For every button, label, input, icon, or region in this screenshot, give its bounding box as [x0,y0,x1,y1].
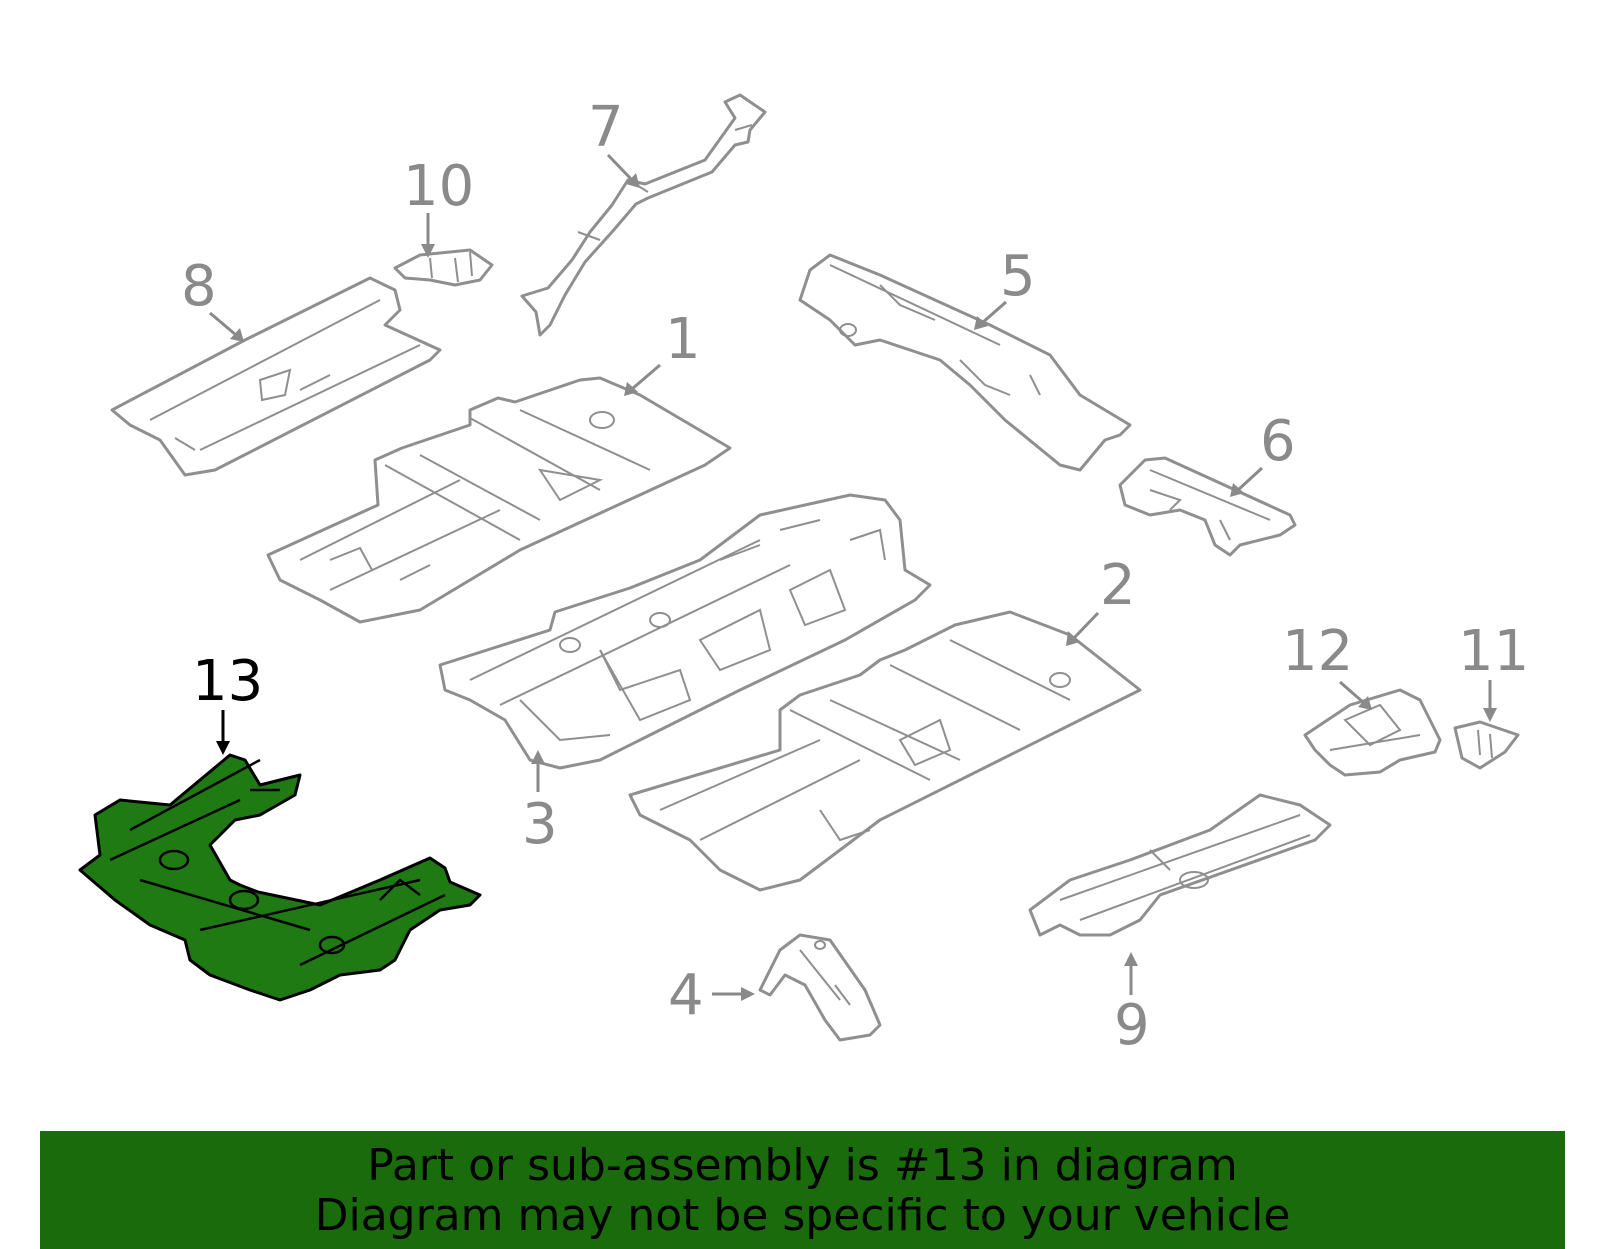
callout-6-arrowhead [1230,483,1244,497]
callout-1-arrowhead [624,382,638,396]
banner-line-disclaimer: Diagram may not be specific to your vehi… [314,1190,1291,1241]
callout-label-4: 4 [668,963,704,1028]
callout-label-12: 12 [1282,619,1353,684]
callout-5-arrowhead [974,316,988,330]
part-6-drawing [1118,456,1297,557]
callout-12-leader [1339,680,1365,705]
callout-11-arrowhead [1483,708,1497,722]
callout-10[interactable]: 10 [403,154,474,258]
callout-label-2: 2 [1100,553,1136,618]
callout-1-leader [631,363,661,391]
callout-5[interactable]: 5 [974,244,1036,330]
callout-12[interactable]: 12 [1282,619,1372,710]
callout-2-leader [1072,611,1100,640]
part-5-drawing [798,253,1132,472]
callout-label-13: 13 [192,649,263,714]
callout-7-arrowhead [626,173,640,188]
callout-label-6: 6 [1260,409,1296,474]
callout-label-11: 11 [1458,619,1529,684]
callout-7[interactable]: 7 [588,95,640,188]
callout-8[interactable]: 8 [181,254,244,342]
callout-11[interactable]: 11 [1458,619,1529,722]
part-13-drawing [78,753,482,1002]
callout-label-10: 10 [403,154,474,219]
callout-3[interactable]: 3 [522,750,558,857]
callout-label-5: 5 [1000,244,1036,309]
callout-9-arrowhead [1124,952,1138,966]
part-4-drawing [758,933,882,1042]
callout-12-arrowhead [1358,696,1372,710]
callout-label-3: 3 [522,792,558,857]
callout-13[interactable]: 13 [192,649,263,755]
part-2-drawing [628,610,1142,892]
part-9-drawing [1028,793,1332,937]
banner-line-part-number: Part or sub-assembly is #13 in diagram [367,1140,1238,1191]
callout-13-arrowhead [216,741,230,755]
callout-9[interactable]: 9 [1114,952,1150,1058]
callout-4-arrowhead [741,987,755,1001]
callout-6[interactable]: 6 [1230,409,1296,497]
callout-label-1: 1 [665,307,701,372]
part-1-drawing [266,376,732,624]
part-7-drawing [520,93,767,337]
callout-6-leader [1236,466,1264,492]
callout-label-7: 7 [588,95,624,160]
callout-10-arrowhead [421,244,435,258]
callout-2[interactable]: 2 [1066,553,1136,646]
part-10-drawing [393,248,494,287]
callout-8-arrowhead [230,328,244,342]
part-12-drawing [1303,688,1442,777]
callout-3-arrowhead [531,750,545,764]
part-11-drawing [1453,720,1520,770]
callout-label-8: 8 [181,254,217,319]
callout-4[interactable]: 4 [668,963,755,1028]
callout-5-leader [981,300,1007,325]
info-banner: Part or sub-assembly is #13 in diagram D… [40,1131,1565,1249]
part-3-drawing [438,493,932,770]
callout-label-9: 9 [1114,993,1150,1058]
callout-7-leader [606,153,634,182]
part-8-drawing [110,276,442,477]
callout-2-arrowhead [1066,631,1080,646]
callout-8-leader [209,311,237,337]
callout-1[interactable]: 1 [624,307,701,396]
